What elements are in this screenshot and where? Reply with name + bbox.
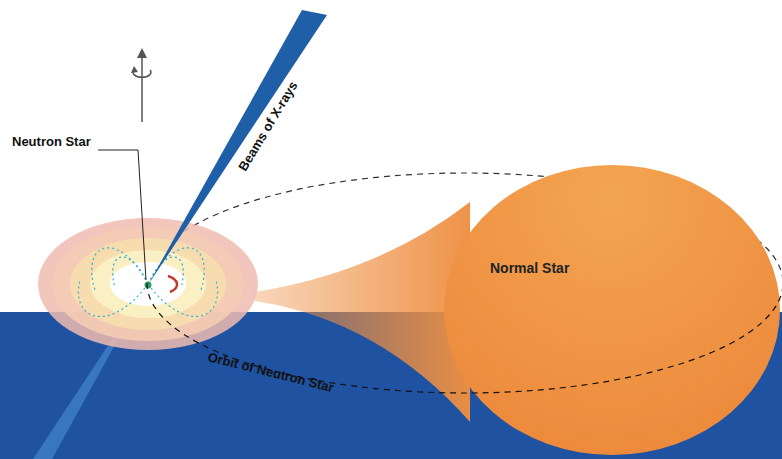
- upper-beam: [148, 10, 327, 285]
- node-title: Normal Star: [490, 260, 569, 277]
- part-label: Neutron Star: [12, 134, 91, 150]
- star-shape: Normal Star: [250, 160, 780, 459]
- orbit-front: [147, 283, 782, 393]
- rotation-axis: [131, 48, 151, 122]
- accretion-disk: [38, 218, 258, 350]
- leader-line: [98, 150, 146, 280]
